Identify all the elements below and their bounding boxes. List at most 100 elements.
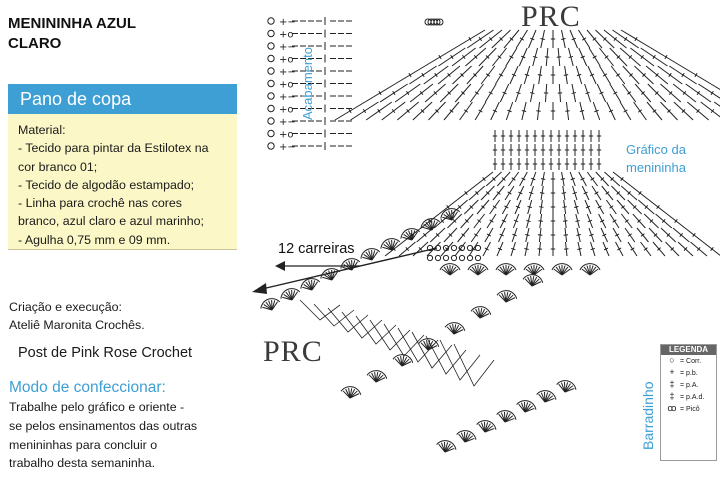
stitch-bar	[501, 177, 506, 181]
stitch-bar	[507, 191, 512, 195]
stitch-bar	[452, 219, 457, 223]
picot-mark	[267, 92, 275, 100]
picot-mark	[267, 79, 275, 88]
stitch-bar	[590, 247, 595, 251]
stitch-bar	[649, 219, 654, 223]
stitch-bar	[585, 91, 590, 95]
title-line-1: MENININHA AZUL	[8, 15, 137, 32]
stitch-symbol: +−	[279, 117, 296, 128]
stitch-bar	[624, 219, 629, 223]
stitch-symbol: +o	[279, 80, 294, 91]
stitch-mark	[411, 230, 416, 241]
stitch-mark	[385, 241, 393, 251]
stitch-mark	[533, 266, 541, 276]
stitch-mark	[349, 393, 360, 399]
stitch-bar	[408, 72, 412, 78]
instructions-line: trabalho desta semaninha.	[9, 456, 156, 471]
stitch-bar	[418, 247, 423, 251]
stitch-mark	[484, 422, 489, 433]
fan-arc	[444, 322, 466, 331]
picot-icon: ꝏ	[667, 403, 677, 413]
stitch-mark	[531, 276, 538, 287]
instructions-line: menininhas para concluir o	[9, 437, 158, 452]
stitch-mark	[362, 256, 373, 261]
stitch-mark	[440, 442, 446, 453]
stitch-bar	[627, 233, 632, 237]
stitch-bar	[585, 205, 591, 209]
stitch-mark	[345, 388, 351, 399]
stitch-mark	[401, 356, 408, 367]
grafico-label-line-1: Gráfico da	[626, 142, 686, 157]
stitch-mark	[524, 403, 531, 413]
stitch-bar	[602, 73, 608, 77]
fan-shell	[360, 248, 381, 261]
stitch-bar	[594, 191, 599, 195]
stitch-bar	[433, 91, 438, 95]
stitch-bar	[447, 91, 452, 95]
stitch-mark	[555, 266, 563, 276]
stitch-bar	[580, 177, 585, 181]
chain-mark	[466, 254, 474, 262]
stitch-bar	[571, 92, 577, 94]
stitch-bar	[589, 233, 594, 237]
stitch-mark	[311, 279, 313, 291]
stitch-bar	[504, 205, 509, 209]
picot-mark	[267, 117, 275, 125]
stitch-mark	[563, 381, 566, 393]
stitch-symbol: +o	[279, 105, 294, 116]
stitch-bar	[574, 205, 579, 209]
single-crochet-icon: +	[669, 367, 675, 377]
fan-shell	[467, 263, 489, 276]
stitch-symbol: +−	[279, 142, 296, 153]
stitch-mark	[504, 412, 509, 423]
stitch-bar	[710, 246, 714, 252]
stitch-bar	[613, 91, 618, 95]
fan-arc	[456, 430, 477, 440]
stitch-mark	[453, 324, 460, 335]
stitch-bar	[462, 54, 466, 60]
stitch-mark	[561, 268, 571, 276]
stitch-bar	[488, 91, 493, 95]
materials-line: cor branco 01;	[18, 159, 98, 174]
stitch-bar	[608, 109, 614, 113]
stitch-mark	[443, 441, 446, 453]
rows-label: 12 carreiras	[278, 241, 355, 257]
stitch-bar	[696, 90, 701, 96]
stitch-mark	[448, 210, 453, 221]
fan-shell	[366, 370, 388, 383]
stitch-bar	[509, 37, 514, 41]
stitch-mark	[531, 281, 542, 287]
instructions-heading: Modo de confeccionar:	[9, 379, 166, 396]
fan-arc	[556, 380, 577, 390]
stitch-bar	[492, 109, 498, 113]
stitch-bar	[600, 177, 605, 181]
stitch-mark	[453, 324, 457, 335]
stitch-mark	[524, 278, 533, 287]
stitch-bar	[580, 55, 585, 59]
stitch-mark	[500, 412, 506, 423]
stitch-mark	[460, 432, 466, 443]
stitch-mark	[449, 268, 459, 276]
fan-shell	[439, 263, 461, 276]
stitch-bar	[657, 247, 661, 251]
stitch-bar	[440, 219, 445, 223]
stitch-bar	[644, 205, 649, 209]
stitch-mark	[464, 433, 471, 443]
stitch-bar	[655, 72, 659, 78]
stitch-bar	[529, 191, 534, 195]
stitch-mark	[463, 431, 466, 443]
stitch-mark	[342, 390, 351, 399]
stitch-bar	[392, 90, 396, 96]
stitch-bar	[629, 73, 633, 77]
stitch-mark	[553, 268, 563, 276]
stitch-mark	[375, 374, 384, 383]
stitch-mark	[505, 294, 514, 303]
chain-oval-icon: ○	[669, 355, 675, 365]
fan-arc	[280, 288, 301, 299]
fan-arc	[366, 370, 388, 379]
stitch-mark	[288, 290, 293, 301]
fan-arc	[392, 354, 414, 363]
stitch-symbol: +o	[279, 55, 294, 66]
legend-item: ‡= p.A.d.	[661, 391, 716, 403]
chain-mesh	[411, 331, 453, 369]
